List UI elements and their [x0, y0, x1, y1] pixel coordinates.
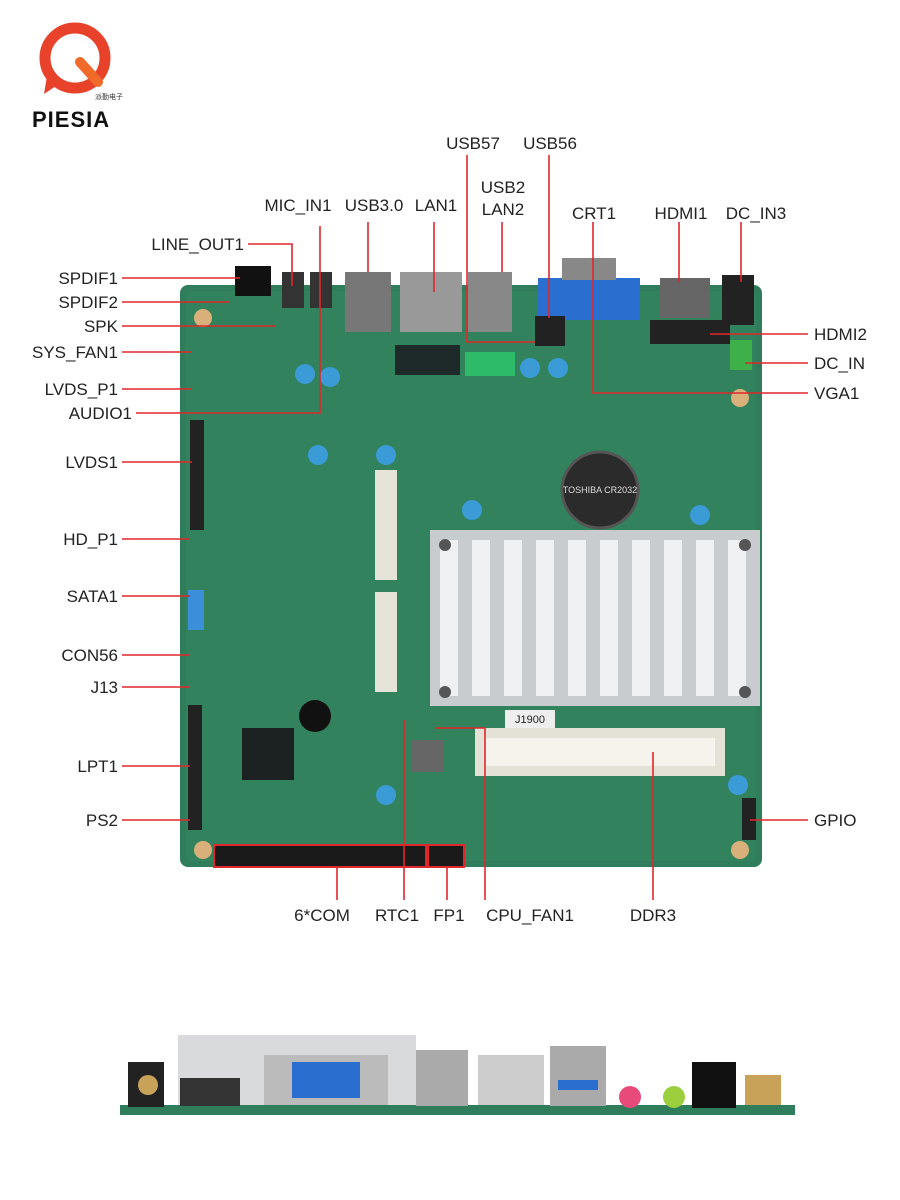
label-con56: CON56: [61, 646, 118, 665]
label-dc-in: DC_IN: [814, 354, 865, 373]
label-rtc1: RTC1: [375, 906, 419, 925]
label-hdmi1: HDMI1: [655, 204, 708, 223]
label-sys-fan1: SYS_FAN1: [32, 343, 118, 362]
label-vga1: VGA1: [814, 384, 859, 403]
label-spk: SPK: [84, 317, 119, 336]
label-usb2: USB2: [481, 178, 525, 197]
cpu-heatsink: [430, 530, 760, 706]
label-usb57: USB57: [446, 134, 500, 153]
brand-subtitle: 派勤电子: [95, 92, 123, 101]
battery-label: TOSHIBA CR2032: [563, 485, 637, 495]
label-j13: J13: [91, 678, 118, 697]
label-spdif2: SPDIF2: [58, 293, 118, 312]
brand-name: PIESIA: [32, 107, 110, 132]
label-spdif1: SPDIF1: [58, 269, 118, 288]
label-lvds-p1: LVDS_P1: [45, 380, 118, 399]
io-panel-side-view: [120, 1035, 795, 1115]
cmos-battery: TOSHIBA CR2032: [560, 450, 640, 530]
label-hd-p1: HD_P1: [63, 530, 118, 549]
motherboard: TOSHIBA CR2032 J1900: [180, 258, 762, 868]
label-gpio: GPIO: [814, 811, 857, 830]
cpu-model: J1900: [515, 714, 545, 726]
piesia-logo: 派勤电子 PIESIA: [32, 22, 123, 132]
label-ps2: PS2: [86, 811, 118, 830]
label-lpt1: LPT1: [77, 757, 118, 776]
label-sata1: SATA1: [67, 587, 118, 606]
label-cpu-fan1: CPU_FAN1: [486, 906, 574, 925]
label-ddr3: DDR3: [630, 906, 676, 925]
label-audio1: AUDIO1: [69, 404, 132, 423]
label-usb56: USB56: [523, 134, 577, 153]
label-lan1: LAN1: [415, 196, 458, 215]
label-crt1: CRT1: [572, 204, 616, 223]
label-lvds1: LVDS1: [65, 453, 118, 472]
label-lan2: LAN2: [482, 200, 525, 219]
label-6com: 6*COM: [294, 906, 350, 925]
label-fp1: FP1: [433, 906, 464, 925]
label-hdmi2: HDMI2: [814, 325, 867, 344]
label-line-out1: LINE_OUT1: [151, 235, 244, 254]
label-usb30: USB3.0: [345, 196, 404, 215]
label-dc-in3: DC_IN3: [726, 204, 786, 223]
leader-lines: [122, 155, 808, 900]
label-mic-in1: MIC_IN1: [264, 196, 331, 215]
